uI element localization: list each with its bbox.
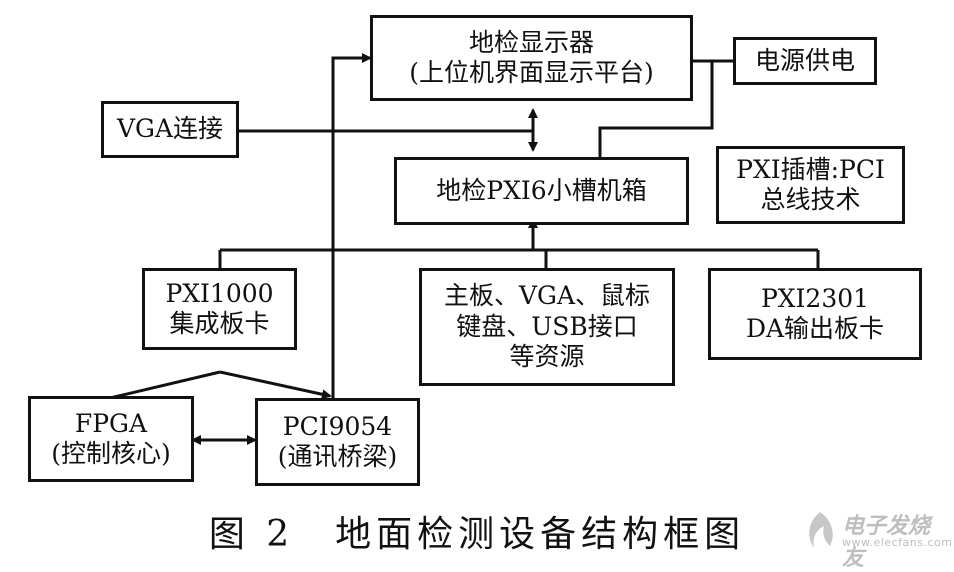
watermark-emblem-icon xyxy=(809,512,833,548)
pci9054-line1: PCI9054 xyxy=(282,411,393,441)
vga-connection-label: VGA连接 xyxy=(116,114,224,144)
pxi2301-line2: DA输出板卡 xyxy=(745,314,885,343)
display-subtitle: (上位机界面显示平台) xyxy=(409,58,654,87)
vga-connection-box: VGA连接 xyxy=(101,101,239,158)
pxi1000-to-pci9054-arrow xyxy=(219,370,332,400)
pxi1000-to-fpga-line xyxy=(109,370,221,400)
mainboard-line3: 等资源 xyxy=(509,342,585,372)
pxi-slot-line2: 总线技术 xyxy=(760,185,861,214)
figure-caption: 图 2 地面检测设备结构框图 xyxy=(208,514,746,555)
display-title: 地检显示器 xyxy=(468,27,594,57)
pxi2301-line1: PXI2301 xyxy=(760,283,870,313)
watermark-url: www.elecfans.com xyxy=(842,536,953,549)
pxi-slot-line1: PXI插槽:PCI xyxy=(736,154,885,184)
power-label: 电源供电 xyxy=(754,45,855,75)
pxi2301-box: PXI2301 DA输出板卡 xyxy=(708,268,922,360)
fpga-box: FPGA (控制核心) xyxy=(28,396,194,482)
fpga-line2: (控制核心) xyxy=(51,439,171,468)
pci9054-box: PCI9054 (通讯桥梁) xyxy=(255,398,420,486)
watermark-logo: 电子发烧友 www.elecfans.com xyxy=(800,506,953,571)
pci9054-line2: (通讯桥梁) xyxy=(277,442,398,471)
pci9054-to-display-arrow xyxy=(331,53,372,398)
power-box: 电源供电 xyxy=(733,37,877,85)
chassis-label: 地检PXI6小槽机箱 xyxy=(436,175,647,205)
mainboard-box: 主板、VGA、鼠标 键盘、USB接口 等资源 xyxy=(419,268,675,386)
pxi1000-line1: PXI1000 xyxy=(165,278,274,308)
power-to-chassis-line xyxy=(598,61,714,158)
mainboard-line2: 键盘、USB接口 xyxy=(456,311,638,341)
display-box: 地检显示器 (上位机界面显示平台) xyxy=(370,15,693,101)
chassis-box: 地检PXI6小槽机箱 xyxy=(394,157,689,225)
mainboard-line1: 主板、VGA、鼠标 xyxy=(443,281,651,311)
pxi1000-box: PXI1000 集成板卡 xyxy=(142,268,297,350)
fpga-line1: FPGA xyxy=(74,408,148,438)
pxi1000-line2: 集成板卡 xyxy=(169,309,270,338)
pxi-slot-box: PXI插槽:PCI 总线技术 xyxy=(716,146,905,224)
